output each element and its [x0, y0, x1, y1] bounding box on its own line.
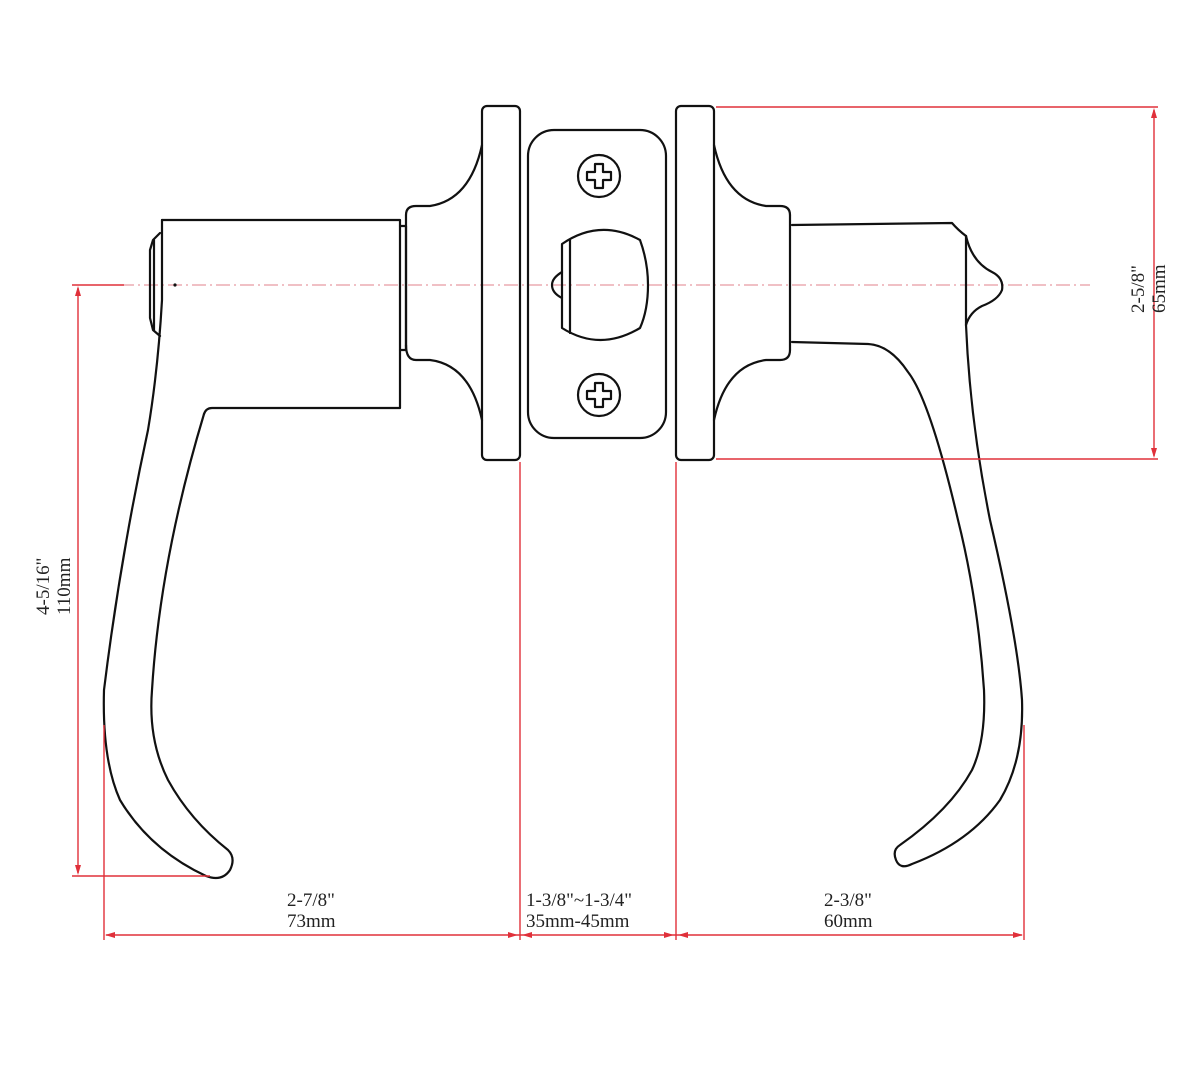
latch-faceplate: [526, 128, 668, 440]
rosette-diameter-label: 2-5/8" 65mm: [1128, 264, 1170, 313]
drop-height-dimension: [72, 284, 210, 877]
drop-height-imperial: 4-5/16": [33, 557, 54, 615]
left-lever-handle: [102, 218, 408, 880]
rosette-diameter-imperial: 2-5/8": [1128, 265, 1149, 313]
left-rosette: [404, 104, 522, 462]
right-lever-handle: [790, 221, 1024, 868]
drop-height-label: 4-5/16" 110mm: [33, 558, 75, 615]
door-thickness-imperial: 1-3/8"~1-3/4": [526, 890, 633, 911]
top-screw: [576, 153, 622, 199]
left-lever-length-label: 2-7/8" 73mm: [287, 890, 336, 932]
right-lever-length-label: 2-3/8" 60mm: [824, 890, 873, 932]
bottom-dimension-line: [105, 932, 1023, 938]
left-lever-length-metric: 73mm: [287, 911, 336, 932]
door-thickness-metric: 35mm-45mm: [526, 911, 630, 932]
door-thickness-label: 1-3/8"~1-3/4" 35mm-45mm: [526, 890, 632, 932]
right-rosette: [674, 104, 792, 462]
right-lever-length-metric: 60mm: [824, 911, 873, 932]
bottom-screw: [576, 372, 622, 418]
left-lever-length-imperial: 2-7/8": [287, 890, 335, 911]
drop-height-metric: 110mm: [54, 557, 75, 615]
right-lever-length-imperial: 2-3/8": [824, 890, 872, 911]
rosette-dimension: [716, 106, 1158, 460]
rosette-diameter-metric: 65mm: [1149, 264, 1170, 313]
latch-bolt: [550, 228, 650, 342]
